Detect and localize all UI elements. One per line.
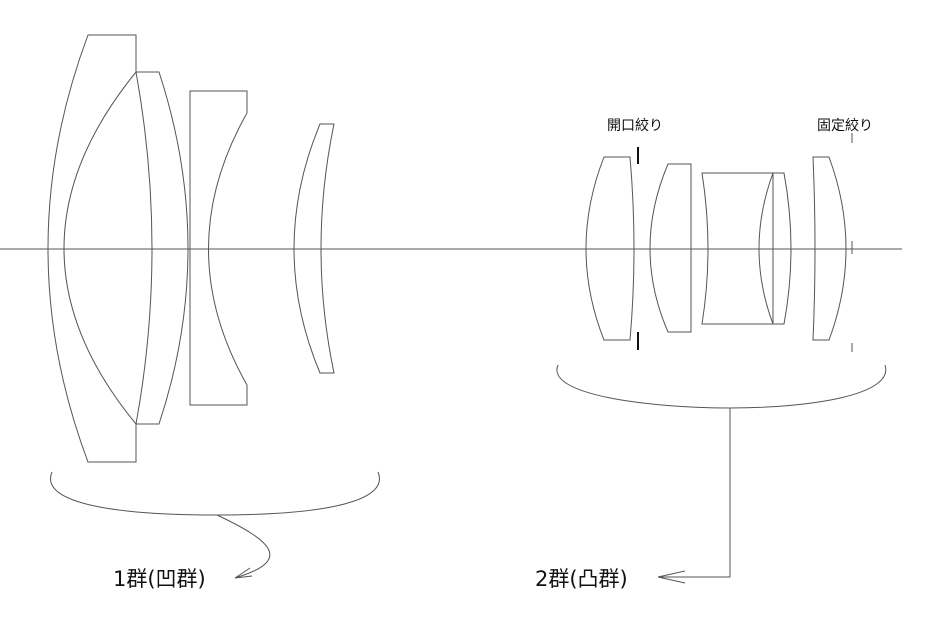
group1-brace <box>50 471 380 516</box>
aperture-stop-label: 開口絞り <box>607 118 663 134</box>
lens-1-1 <box>47 34 137 463</box>
lens-2-3-cemented-surface <box>758 172 774 325</box>
group2-lenses <box>585 156 847 341</box>
group1-lenses <box>47 34 335 463</box>
group2-label: 2群(凸群) <box>535 567 628 591</box>
lens-2-4 <box>773 172 792 325</box>
lens-1-3 <box>189 90 248 406</box>
lens-2-5 <box>812 156 847 341</box>
lens-1-2 <box>135 71 189 425</box>
group1-label: 1群(凹群) <box>113 567 206 591</box>
fixed-stop-label: 固定絞り <box>817 118 873 134</box>
lens-2-2 <box>649 163 692 333</box>
group2-brace <box>556 364 887 409</box>
group1-leader-arrow <box>216 514 271 579</box>
lens-1-4 <box>293 123 335 374</box>
lens-2-3 <box>701 172 774 325</box>
group2-leader-arrow <box>657 408 731 584</box>
lens-2-1 <box>585 156 635 341</box>
